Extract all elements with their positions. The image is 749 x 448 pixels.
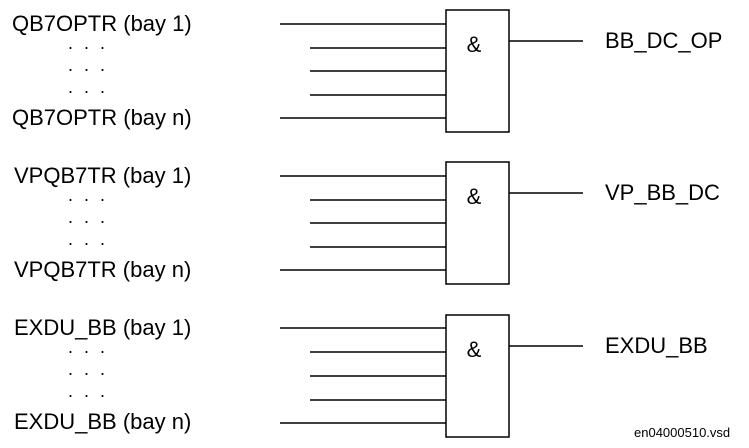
input-label-last: VPQB7TR (bay n) — [14, 257, 192, 282]
output-label: BB_DC_OP — [605, 28, 723, 53]
ellipsis-dots: . . . — [68, 359, 109, 379]
and-gate-group-2 — [280, 161, 583, 285]
ellipsis-dots: . . . — [68, 381, 109, 401]
ellipsis-dots: . . . — [68, 33, 109, 53]
ellipsis-dots: . . . — [68, 337, 109, 357]
and-gate-box-1 — [445, 9, 510, 133]
and-gate-symbol: & — [466, 32, 482, 57]
and-gate-group-1 — [280, 9, 583, 133]
source-filename: en04000510.vsd — [634, 425, 731, 440]
input-label-first: VPQB7TR (bay 1) — [14, 163, 192, 188]
and-gate-symbol: & — [466, 184, 482, 209]
ellipsis-dots: . . . — [68, 55, 109, 75]
and-gate-box-3 — [445, 314, 510, 438]
input-label-last: EXDU_BB (bay n) — [14, 409, 192, 434]
and-gate-group-3 — [280, 314, 583, 438]
output-label: EXDU_BB — [605, 333, 708, 358]
and-gate-box-2 — [445, 161, 510, 285]
and-gate-symbol: & — [466, 337, 482, 362]
ellipsis-dots: . . . — [68, 207, 109, 227]
input-label-first: EXDU_BB (bay 1) — [14, 315, 192, 340]
output-label: VP_BB_DC — [605, 180, 720, 205]
input-label-last: QB7OPTR (bay n) — [12, 105, 192, 130]
ellipsis-dots: . . . — [68, 229, 109, 249]
ellipsis-dots: . . . — [68, 77, 109, 97]
input-label-first: QB7OPTR (bay 1) — [12, 11, 192, 36]
ellipsis-dots: . . . — [68, 185, 109, 205]
